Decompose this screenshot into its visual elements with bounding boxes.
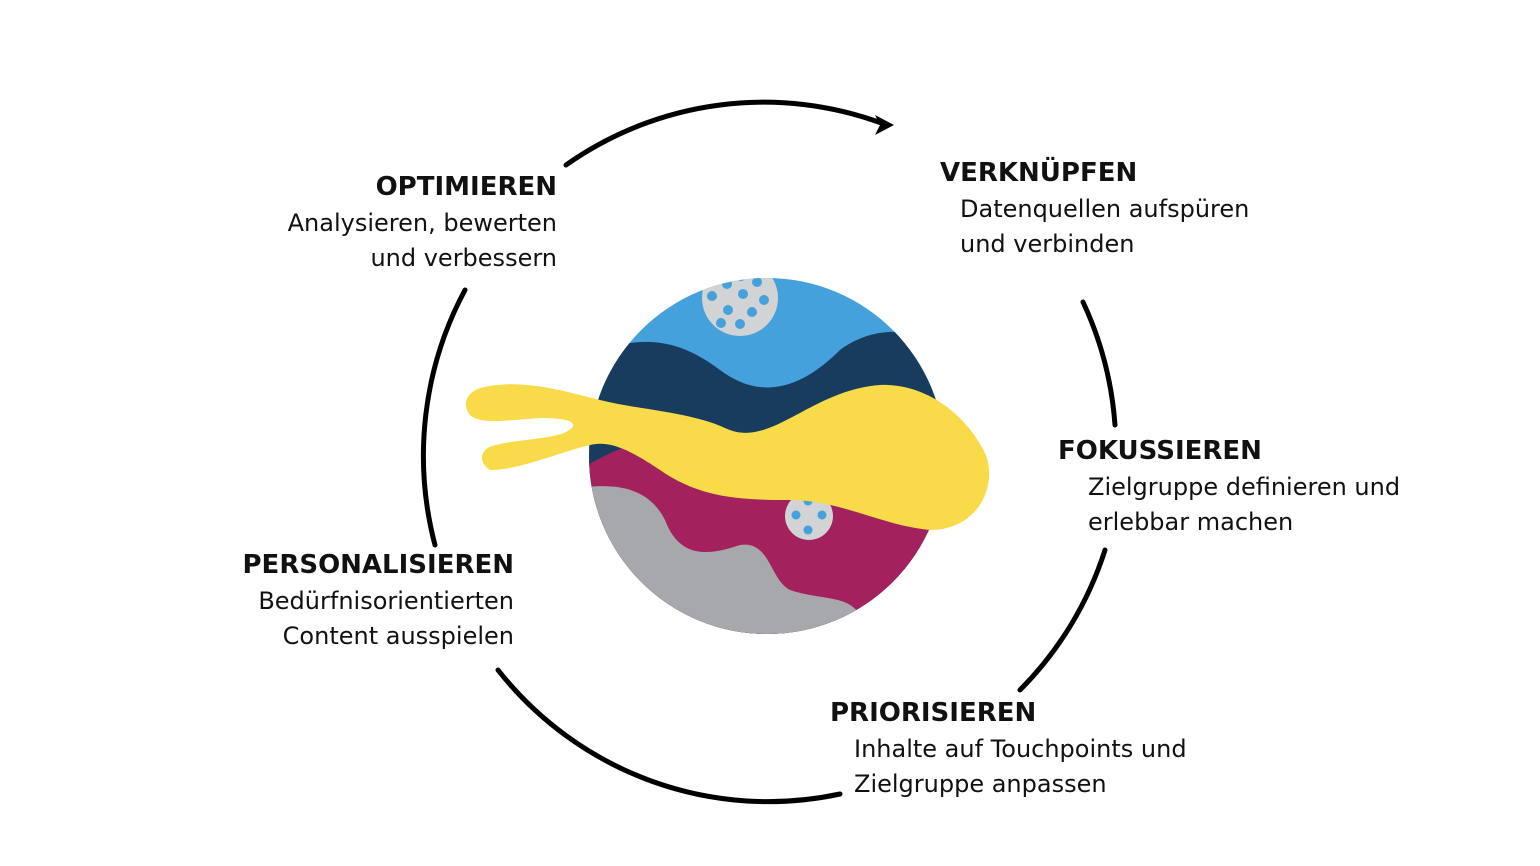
step-title: PERSONALISIEREN (242, 550, 515, 580)
step-description: Analysieren, bewerten und verbessern (287, 209, 557, 272)
dotted-circle-top (702, 278, 778, 336)
step-priorisieren: PRIORISIEREN Inhalte auf Touchpoints und… (830, 698, 1270, 802)
step-title: OPTIMIEREN (375, 172, 557, 202)
step-fokussieren: FOKUSSIEREN Zielgruppe definieren und er… (1058, 436, 1498, 540)
cycle-arc-top (563, 99, 887, 168)
dot (817, 510, 827, 520)
step-optimieren: OPTIMIEREN Analysieren, bewerten und ver… (160, 172, 557, 276)
step-description: Bedürfnisorientierten Content ausspielen (258, 587, 514, 650)
dot (707, 291, 717, 301)
step-title: PRIORISIEREN (830, 698, 1037, 728)
step-verknuepfen: VERKNÜPFEN Datenquellen aufspüren und ve… (940, 158, 1360, 262)
arrowhead-icon (875, 115, 894, 135)
dotted-circle-bottom-bg (785, 492, 833, 540)
yellow-wave-blob (465, 384, 990, 530)
dot (803, 525, 813, 535)
cycle-arc-bottom (495, 667, 843, 805)
dot (723, 305, 733, 315)
cycle-arc-right (1080, 299, 1118, 428)
dot (791, 510, 801, 520)
step-personalisieren: PERSONALISIEREN Bedürfnisorientierten Co… (120, 550, 515, 654)
dot (752, 278, 762, 287)
step-title: VERKNÜPFEN (940, 158, 1138, 188)
dot (716, 318, 726, 328)
cycle-ring (420, 99, 1118, 805)
dot (722, 279, 732, 289)
step-description: Inhalte auf Touchpoints und Zielgruppe a… (854, 735, 1187, 798)
dot (735, 319, 745, 329)
cycle-arc-right-lower (1017, 547, 1108, 693)
cycle-arc-left (420, 287, 468, 548)
step-description: Zielgruppe definieren und erlebbar mache… (1088, 473, 1401, 536)
step-description: Datenquellen aufspüren und verbinden (960, 195, 1250, 258)
dot (747, 307, 757, 317)
dot (759, 295, 769, 305)
dot (736, 278, 746, 281)
step-title: FOKUSSIEREN (1058, 436, 1262, 466)
dot (738, 289, 748, 299)
